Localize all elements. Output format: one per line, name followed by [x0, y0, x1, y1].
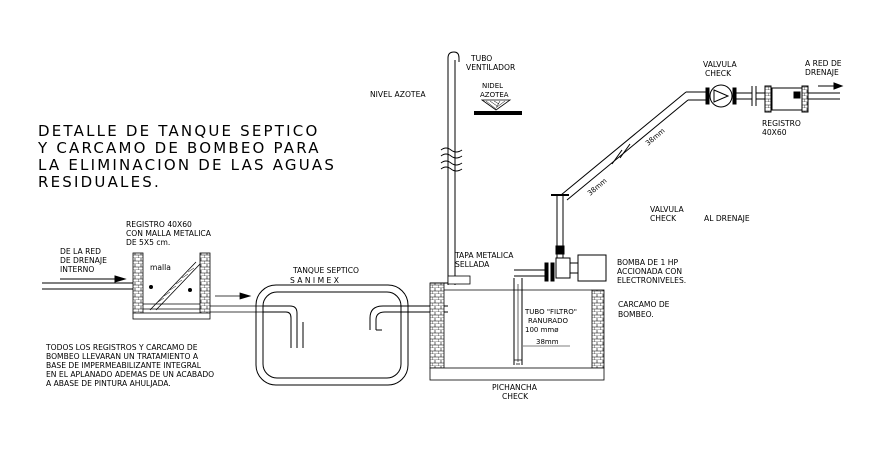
- note-line-3: BASE DE IMPERMEABILIZANTE INTEGRAL: [46, 361, 202, 370]
- discharge-pipe: [560, 91, 706, 201]
- registro-left-label-3: DE 5X5 cm.: [126, 238, 170, 247]
- nidel-azotea-label-2: AZOTEA: [480, 91, 509, 99]
- valvula-check-top-label-1: VALVULA: [703, 60, 737, 69]
- registro-left-label-1: REGISTRO 40X60: [126, 220, 192, 229]
- pichancha-label-2: CHECK: [502, 392, 529, 401]
- treatment-note: TODOS LOS REGISTROS Y CARCAMO DE BOMBEO …: [45, 343, 214, 388]
- pipe-38mm-label-b: 38mm: [644, 127, 667, 148]
- title-line-4: RESIDUALES.: [38, 173, 161, 191]
- pipe-38mm-label-a: 38mm: [586, 177, 609, 198]
- note-line-4: EN EL APLANADO ADEMAS DE UN ACABADO: [46, 370, 214, 379]
- de-la-red-label-1: DE LA RED: [60, 247, 101, 256]
- tapa-metalica-label-1: TAPA METALICA: [454, 251, 514, 260]
- al-drenaje-label: AL DRENAJE: [704, 214, 750, 223]
- tubo-ventilador-label-1: TUBO: [470, 54, 492, 63]
- valvula-check-mid-label-1: VALVULA: [650, 205, 684, 214]
- note-line-2: BOMBEO LLEVARAN UN TRATAMIENTO A: [46, 352, 199, 361]
- registro-right-label-1: REGISTRO: [762, 119, 801, 128]
- title-line-3: LA ELIMINACION DE LAS AGUAS: [38, 156, 336, 174]
- nivel-azotea-label: NIVEL AZOTEA: [370, 90, 426, 99]
- tubo-filtro-label-1: TUBO "FILTRO": [524, 308, 577, 316]
- diagram-title: DETALLE DE TANQUE SEPTICO Y CARCAMO DE B…: [37, 122, 336, 191]
- de-la-red-label-3: INTERNO: [60, 265, 94, 274]
- check-valve: [705, 84, 772, 108]
- nidel-azotea-label-1: NIDEL: [482, 82, 503, 90]
- right-registro: [764, 82, 844, 113]
- inlet-pipe: [42, 275, 133, 290]
- tubo-filtro-label-2: RANURADO: [528, 317, 568, 325]
- tanque-septico-label-2: S A N I M E X: [290, 276, 339, 285]
- tubo-filtro-label-3: 100 mmø: [525, 326, 559, 334]
- title-line-1: DETALLE DE TANQUE SEPTICO: [38, 122, 319, 140]
- valvula-check-mid-label-2: CHECK: [650, 214, 677, 223]
- pipe-registro-to-tank: [210, 292, 265, 313]
- tanque-septico-label-1: TANQUE SEPTICO: [292, 266, 359, 275]
- roof-level-marker: NIDEL AZOTEA: [474, 82, 522, 115]
- bomba-label-3: ELECTRONIVELES.: [617, 276, 686, 285]
- note-line-5: A ABASE DE PINTURA AHULJADA.: [46, 379, 171, 388]
- septic-tank: [255, 284, 448, 386]
- vent-pipe: [440, 51, 463, 285]
- valvula-check-top-label-2: CHECK: [705, 69, 732, 78]
- left-registro: [132, 252, 211, 320]
- registro-left-label-2: CON MALLA METALICA: [126, 229, 212, 238]
- registro-right-label-2: 40X60: [762, 128, 787, 137]
- tapa-metalica-label-2: SELLADA: [455, 260, 490, 269]
- de-la-red-label-2: DE DRENAJE: [60, 256, 107, 265]
- pipe-38mm-label-c: 38mm: [536, 338, 559, 346]
- pump-pit: [429, 275, 605, 381]
- bomba-label-2: ACCIONADA CON: [617, 267, 682, 276]
- pichancha-label-1: PICHANCHA: [492, 383, 538, 392]
- a-red-label-2: DRENAJE: [805, 68, 839, 77]
- bomba-label-1: BOMBA DE 1 HP: [617, 258, 678, 267]
- a-red-label-1: A RED DE: [805, 59, 842, 68]
- pump: [514, 194, 607, 282]
- tubo-ventilador-label-2: VENTILADOR: [466, 63, 516, 72]
- note-line-1: TODOS LOS REGISTROS Y CARCAMO DE: [45, 343, 198, 352]
- carcamo-label-2: BOMBEO.: [618, 310, 654, 319]
- malla-label: malla: [150, 263, 171, 272]
- carcamo-label-1: CARCAMO DE: [618, 300, 670, 309]
- title-line-2: Y CARCAMO DE BOMBEO PARA: [37, 139, 321, 157]
